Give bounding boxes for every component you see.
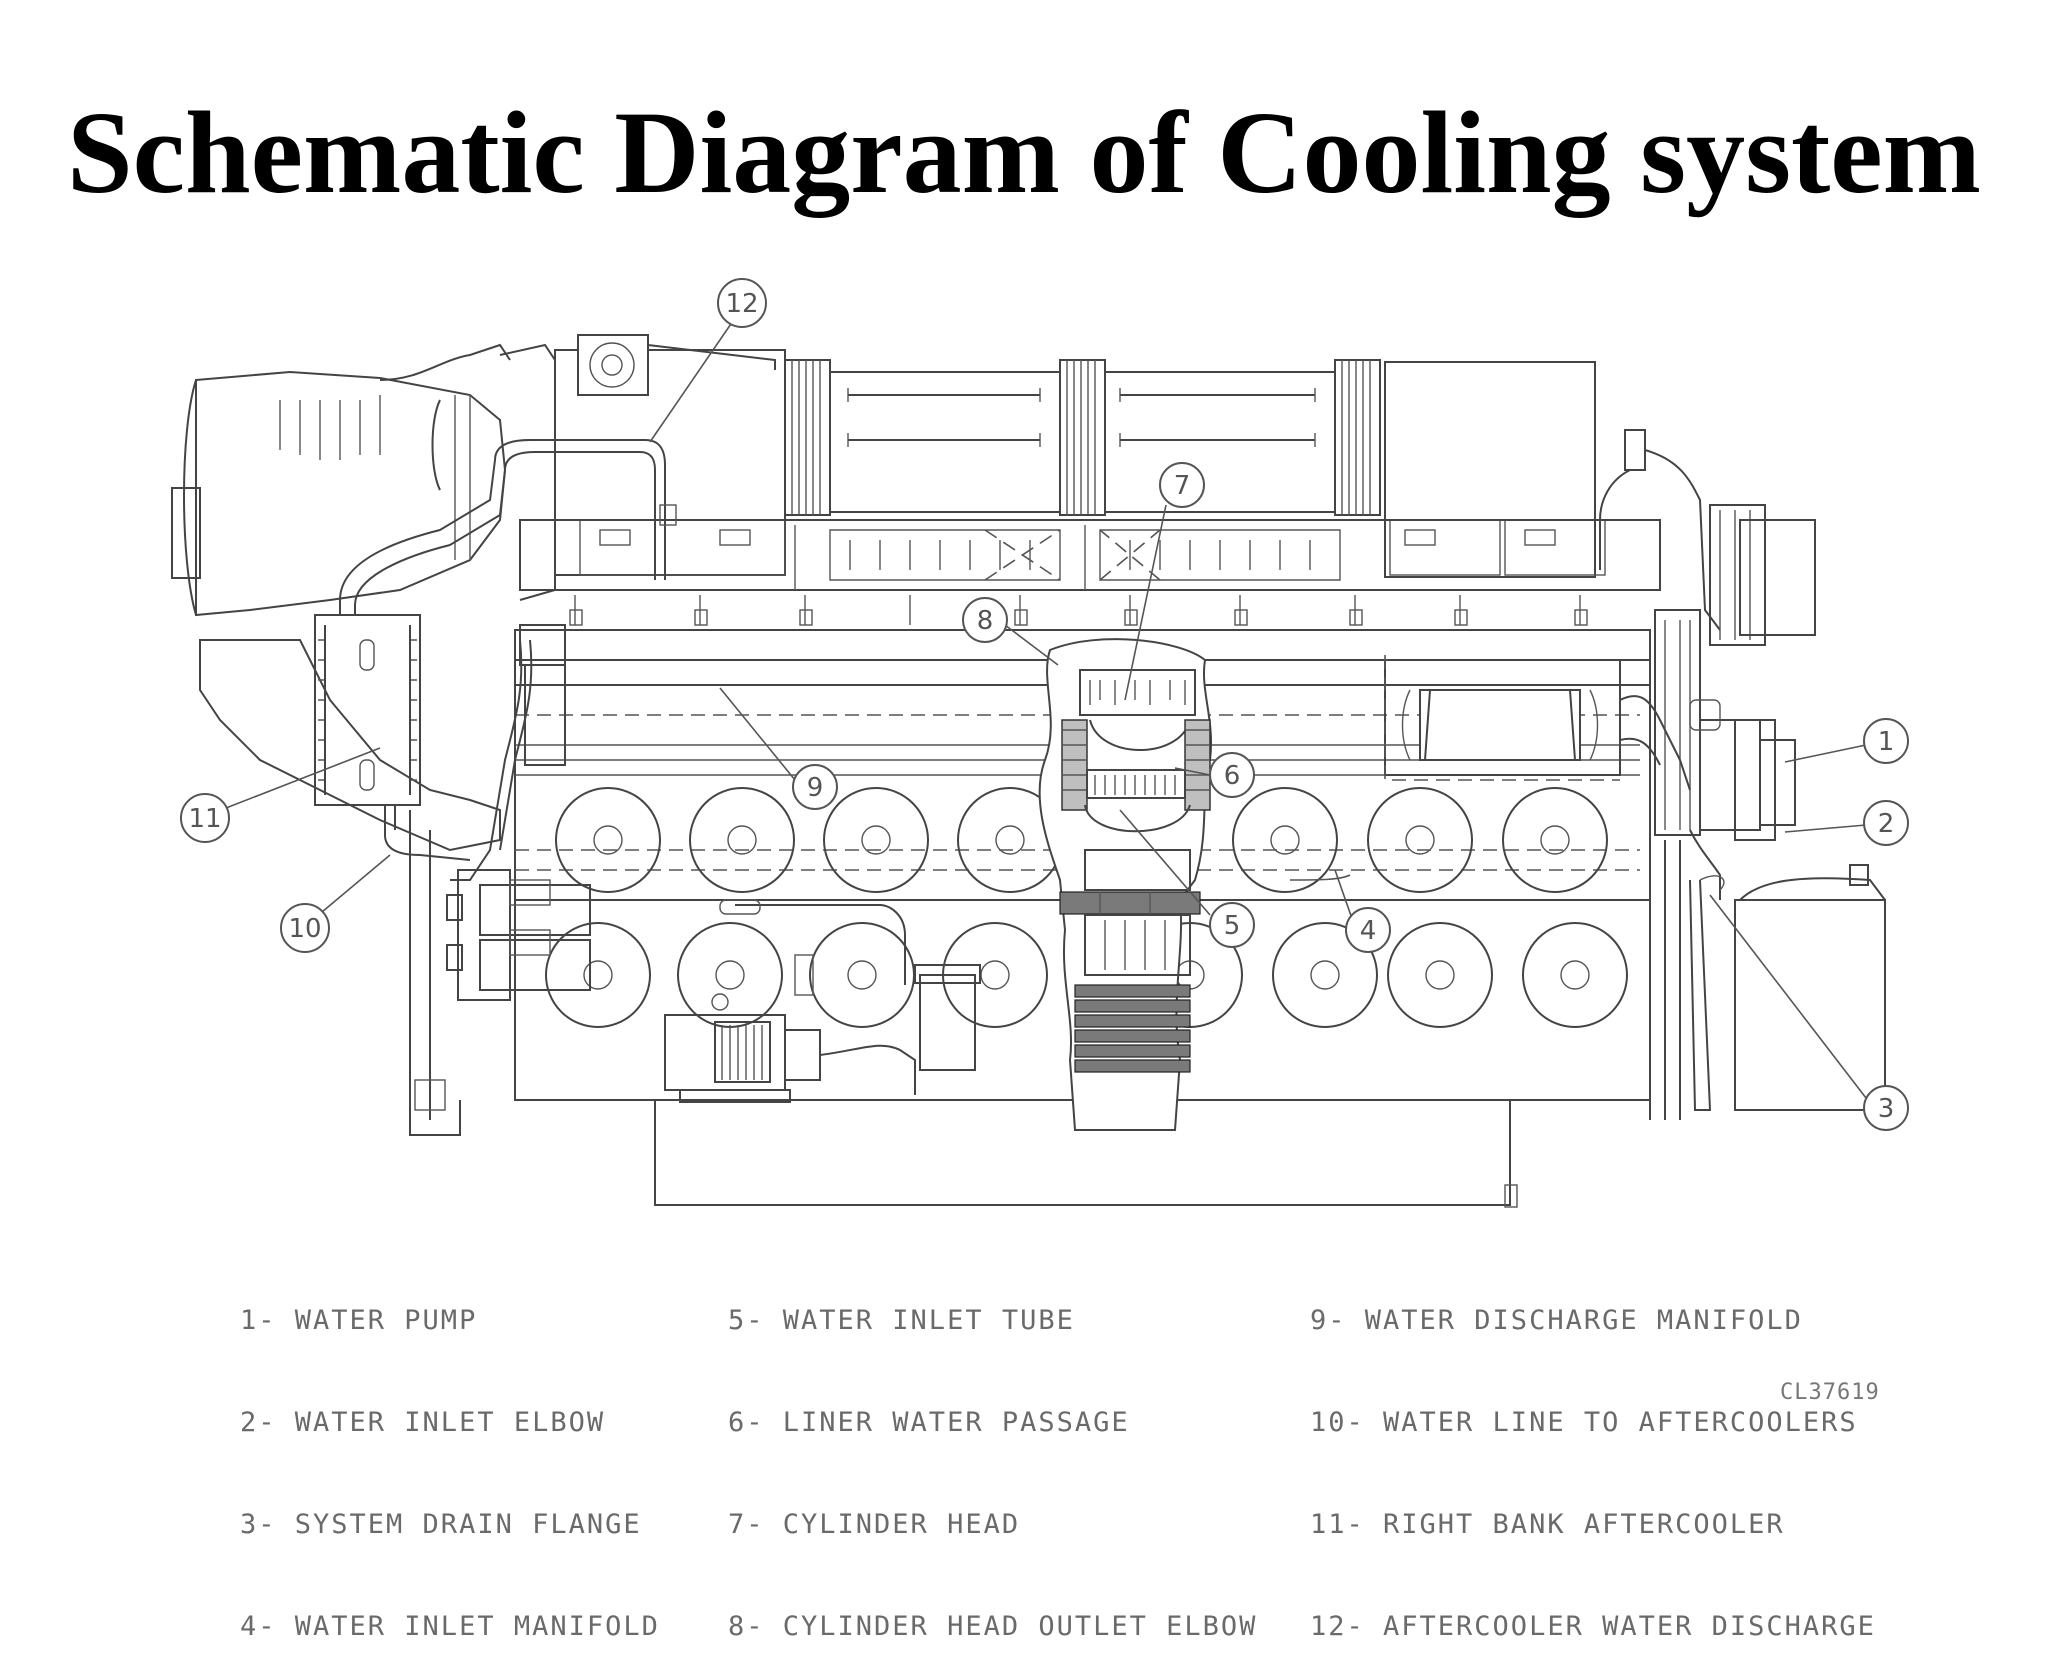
legend-item: 4- WATER INLET MANIFOLD	[240, 1611, 660, 1642]
legend-item: 12- AFTERCOOLER WATER DISCHARGE	[1310, 1611, 1876, 1642]
svg-text:1: 1	[1878, 727, 1895, 757]
callout-6: 6	[1209, 752, 1255, 798]
svg-text:4: 4	[1360, 916, 1377, 946]
slide-title: Schematic Diagram of Cooling system	[67, 87, 1981, 218]
callout-7: 7	[1159, 462, 1205, 508]
callout-8: 8	[962, 597, 1008, 643]
svg-text:5: 5	[1224, 911, 1241, 941]
legend-item: 8- CYLINDER HEAD OUTLET ELBOW	[728, 1611, 1258, 1642]
legend-item: 10- WATER LINE TO AFTERCOOLERS	[1310, 1407, 1858, 1438]
svg-text:2: 2	[1878, 809, 1895, 839]
svg-text:3: 3	[1878, 1094, 1895, 1124]
legend-item: 5- WATER INLET TUBE	[728, 1305, 1075, 1336]
svg-text:10: 10	[288, 914, 321, 944]
svg-text:6: 6	[1224, 761, 1241, 791]
cylinder-cutaway	[1038, 638, 1212, 1131]
legend-column-2: 5- WATER INLET TUBE 6- LINER WATER PASSA…	[728, 1236, 1257, 1678]
svg-text:8: 8	[977, 606, 994, 636]
svg-text:12: 12	[725, 289, 758, 319]
legend-item: 11- RIGHT BANK AFTERCOOLER	[1310, 1509, 1785, 1540]
legend-column-1: 1- WATER PUMP 2- WATER INLET ELBOW 3- SY…	[240, 1236, 660, 1678]
right-end-assembly	[1384, 429, 1886, 1120]
legend-item: 2- WATER INLET ELBOW	[240, 1407, 606, 1438]
cooling-system-schematic: 1 2 3 4 5 6 7 8 9 10 11 12	[171, 278, 1909, 1208]
svg-text:9: 9	[807, 773, 824, 803]
svg-text:7: 7	[1174, 471, 1191, 501]
legend-item: 6- LINER WATER PASSAGE	[728, 1407, 1130, 1438]
legend-item: 7- CYLINDER HEAD	[728, 1509, 1021, 1540]
callout-3: 3	[1863, 1085, 1909, 1131]
callout-4: 4	[1345, 907, 1391, 953]
callout-5: 5	[1209, 902, 1255, 948]
legend-item: 3- SYSTEM DRAIN FLANGE	[240, 1509, 642, 1540]
callout-1: 1	[1863, 718, 1909, 764]
legend-item: 9- WATER DISCHARGE MANIFOLD	[1310, 1305, 1803, 1336]
drawing-id: CL37619	[1780, 1380, 1880, 1405]
turbocharger-assembly	[171, 343, 556, 852]
aftercooler-and-lines	[314, 439, 677, 881]
callout-leaders	[225, 317, 1867, 1099]
left-manifold-blocks	[446, 869, 591, 1001]
callout-12: 12	[717, 278, 767, 328]
callout-2: 2	[1863, 800, 1909, 846]
callout-10: 10	[280, 903, 330, 953]
legend-item: 1- WATER PUMP	[240, 1305, 478, 1336]
callout-11: 11	[180, 793, 230, 843]
svg-text:11: 11	[188, 804, 221, 834]
motor-pump-and-filter	[664, 899, 981, 1103]
legend-column-3: 9- WATER DISCHARGE MANIFOLD 10- WATER LI…	[1310, 1236, 1876, 1678]
upper-cylinder-discs	[555, 787, 1608, 893]
callout-9: 9	[792, 764, 838, 810]
engine-upper-block	[519, 334, 1661, 626]
